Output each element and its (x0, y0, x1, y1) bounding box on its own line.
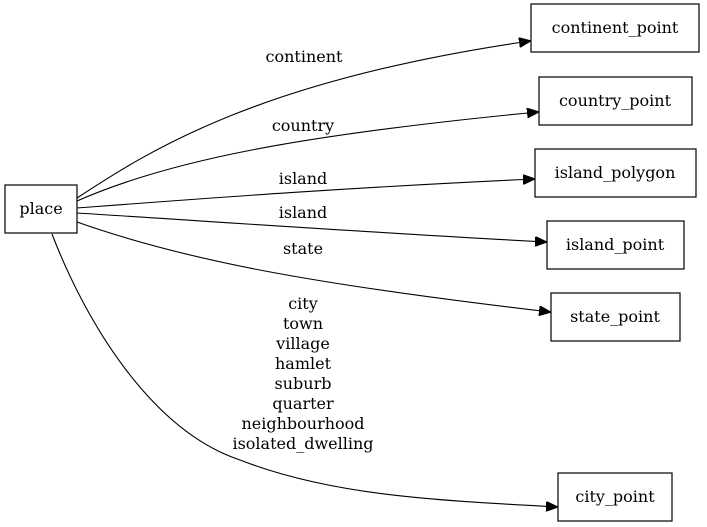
node-island-polygon: island_polygon (534, 148, 697, 198)
node-place: place (4, 184, 78, 234)
edge-label-country: country (272, 116, 334, 135)
node-state-point: state_point (550, 292, 681, 342)
node-box-state-point (550, 292, 681, 342)
edge-state (76, 221, 550, 312)
edge-label-hamlet: hamlet (275, 354, 332, 373)
node-label-city-point: city_point (575, 487, 655, 506)
edge-city (51, 233, 557, 507)
edge-island-polygon (76, 179, 534, 209)
edge-label-state: state (283, 239, 323, 258)
node-label-island-polygon: island_polygon (555, 163, 676, 182)
edge-label-city: city (288, 294, 318, 313)
edge-label-suburb: suburb (275, 374, 332, 393)
node-continent-point: continent_point (530, 3, 700, 53)
node-box-island-point (546, 220, 685, 270)
node-city-point: city_point (557, 472, 673, 522)
edge-label-quarter: quarter (272, 394, 334, 413)
node-island-point: island_point (546, 220, 685, 270)
node-box-island-polygon (534, 148, 697, 198)
edge-country (76, 112, 538, 202)
edge-label-continent: continent (266, 47, 344, 66)
node-label-state-point: state_point (570, 307, 660, 326)
node-label-continent-point: continent_point (552, 18, 679, 37)
edge-island-point (76, 212, 546, 242)
edge-label-isolated-dwelling: isolated_dwelling (232, 434, 373, 453)
node-label-place: place (19, 199, 62, 218)
node-box-continent-point (530, 3, 700, 53)
edge-label-island-point: island (279, 203, 328, 222)
node-country-point: country_point (538, 76, 693, 126)
edge-continent (76, 41, 530, 199)
edge-label-town: town (283, 314, 323, 333)
node-box-city-point (557, 472, 673, 522)
node-label-island-point: island_point (566, 235, 665, 254)
edge-label-island-polygon: island (279, 169, 328, 188)
node-label-country-point: country_point (559, 91, 672, 110)
node-box-country-point (538, 76, 693, 126)
node-box-place (4, 184, 78, 234)
edge-label-village: village (275, 334, 330, 353)
edge-label-neighbourhood: neighbourhood (241, 414, 364, 433)
